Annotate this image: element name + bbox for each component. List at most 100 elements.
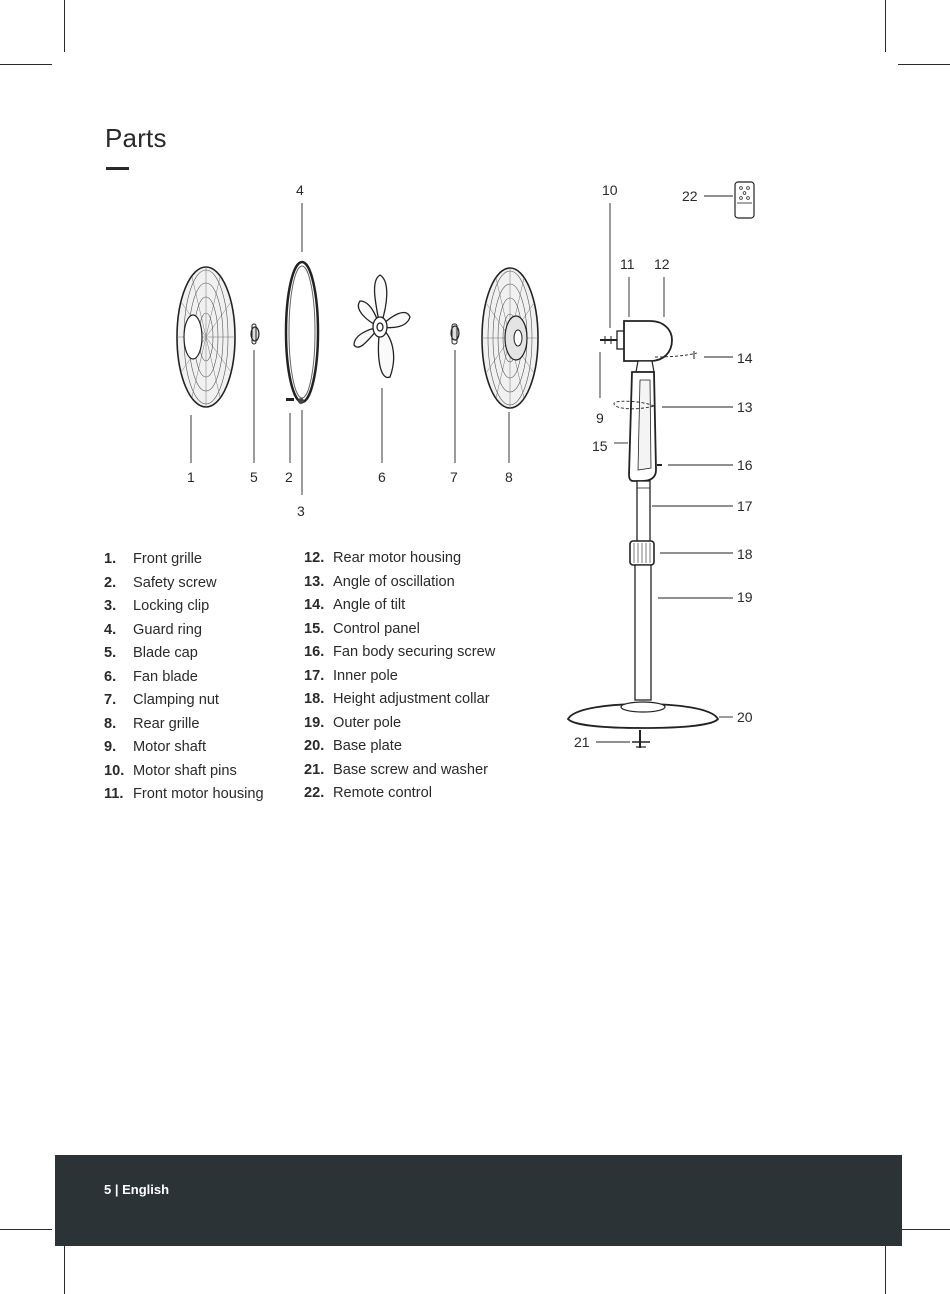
page-title: Parts — [105, 123, 167, 153]
part-number: 11. — [104, 786, 124, 802]
callout-6: 6 — [378, 469, 386, 485]
part-label: Blade cap — [133, 645, 198, 661]
part-number: 6. — [104, 668, 117, 685]
fan-blade-illustration — [353, 274, 411, 378]
part-number: 14. — [304, 597, 325, 613]
parts-list-item: 10. Motor shaft pins — [104, 762, 264, 786]
part-label: Control panel — [333, 620, 420, 637]
parts-list-item: 19. Outer pole — [304, 714, 495, 738]
parts-list-item: 9. Motor shaft — [104, 738, 264, 762]
callout-7: 7 — [450, 469, 458, 485]
blade-cap-illustration — [250, 323, 260, 345]
part-label: Angle of tilt — [333, 597, 406, 613]
part-label: Motor shaft pins — [133, 762, 237, 779]
parts-list-item: 18.Height adjustment collar — [304, 690, 495, 714]
part-label: Clamping nut — [133, 692, 219, 708]
part-label: Motor shaft — [133, 739, 206, 755]
callout-11: 11 — [620, 256, 635, 272]
rear-grille-illustration — [481, 267, 539, 409]
part-number: 3. — [104, 598, 117, 614]
part-label: Outer pole — [333, 714, 402, 731]
callout-17: 17 — [737, 498, 753, 514]
parts-list-item: 11. Front motor housing — [104, 785, 264, 809]
part-number: 15. — [304, 620, 325, 637]
part-label: Front motor housing — [133, 786, 264, 802]
title-underline — [106, 167, 129, 170]
part-label: Rear grille — [133, 715, 200, 732]
front-grille-illustration — [176, 266, 236, 408]
part-label: Locking clip — [133, 598, 210, 614]
parts-list-item: 14. Angle of tilt — [304, 596, 495, 620]
clamping-nut-illustration — [450, 323, 460, 345]
part-number: 16. — [304, 644, 325, 660]
parts-list-item: 4. Guard ring — [104, 621, 264, 645]
part-label: Front grille — [133, 551, 202, 567]
part-number: 12. — [304, 550, 325, 566]
parts-list-column-2: 12. Rear motor housing 13. Angle of oscilla… — [304, 549, 495, 808]
callout-18: 18 — [737, 546, 753, 562]
part-label: Angle of oscillation — [333, 573, 455, 590]
assembled-fan-illustration — [566, 181, 755, 748]
callout-8: 8 — [505, 469, 513, 485]
crop-mark — [0, 64, 52, 65]
parts-list-item: 13. Angle of oscillation — [304, 573, 495, 597]
callout-10: 10 — [602, 182, 618, 198]
callout-9: 9 — [596, 410, 604, 426]
callout-12: 12 — [654, 256, 670, 272]
part-label: Remote control — [333, 785, 432, 801]
part-number: 22. — [304, 785, 325, 801]
parts-diagram: 4 1 5 2 6 7 8 3 10 22 11 12 14 13 9 15 1… — [176, 181, 755, 750]
crop-mark — [885, 1242, 886, 1294]
parts-list-item: 1. Front grille — [104, 550, 264, 574]
crop-mark — [898, 64, 950, 65]
part-label: Fan blade — [133, 668, 198, 685]
part-number: 1. — [104, 551, 117, 567]
part-number: 20. — [304, 738, 325, 754]
crop-mark — [64, 0, 65, 52]
callout-3: 3 — [297, 503, 305, 519]
part-label: Base screw and washer — [333, 761, 488, 778]
part-number: 8. — [104, 715, 117, 732]
parts-list-item: 15. Control panel — [304, 620, 495, 644]
parts-list-item: 21.Base screw and washer — [304, 761, 495, 785]
part-number: 4. — [104, 621, 117, 638]
crop-mark — [0, 1229, 52, 1230]
crop-mark — [885, 0, 886, 52]
callout-14: 14 — [737, 350, 753, 366]
parts-list-item: 2.Safety screw — [104, 574, 264, 598]
callout-leaders-assembled — [596, 195, 733, 743]
callout-19: 19 — [737, 589, 753, 605]
parts-list-item: 6. Fan blade — [104, 668, 264, 692]
callout-15: 15 — [592, 438, 608, 454]
callout-1: 1 — [187, 469, 195, 485]
part-label: Inner pole — [333, 667, 398, 684]
callout-2: 2 — [285, 469, 293, 485]
callout-numbers: 4 1 5 2 6 7 8 3 10 22 11 12 14 13 9 15 1… — [187, 182, 753, 750]
crop-mark — [898, 1229, 950, 1230]
footer-bar: 5 | English — [55, 1155, 902, 1246]
callout-13: 13 — [737, 399, 753, 415]
callout-4: 4 — [296, 182, 304, 198]
part-label: Height adjustment collar — [333, 691, 490, 707]
part-number: 17. — [304, 667, 325, 684]
part-number: 9. — [104, 739, 117, 755]
part-number: 2. — [104, 574, 117, 591]
callout-leaders — [190, 203, 510, 495]
part-label: Guard ring — [133, 621, 202, 638]
parts-list-item: 20.Base plate — [304, 737, 495, 761]
parts-list-item: 5. Blade cap — [104, 644, 264, 668]
guard-ring-illustration — [284, 260, 320, 404]
callout-5: 5 — [250, 469, 258, 485]
parts-list-item: 16.Fan body securing screw — [304, 643, 495, 667]
part-number: 19. — [304, 714, 325, 731]
part-number: 10. — [104, 762, 125, 779]
page-number-language: 5 | English — [104, 1182, 170, 1197]
callout-22: 22 — [682, 188, 698, 204]
parts-list-item: 3. Locking clip — [104, 597, 264, 621]
part-label: Rear motor housing — [333, 550, 462, 566]
parts-list-item: 7.Clamping nut — [104, 691, 264, 715]
parts-list-item: 12. Rear motor housing — [304, 549, 495, 573]
part-number: 13. — [304, 573, 325, 590]
part-number: 5. — [104, 645, 117, 661]
